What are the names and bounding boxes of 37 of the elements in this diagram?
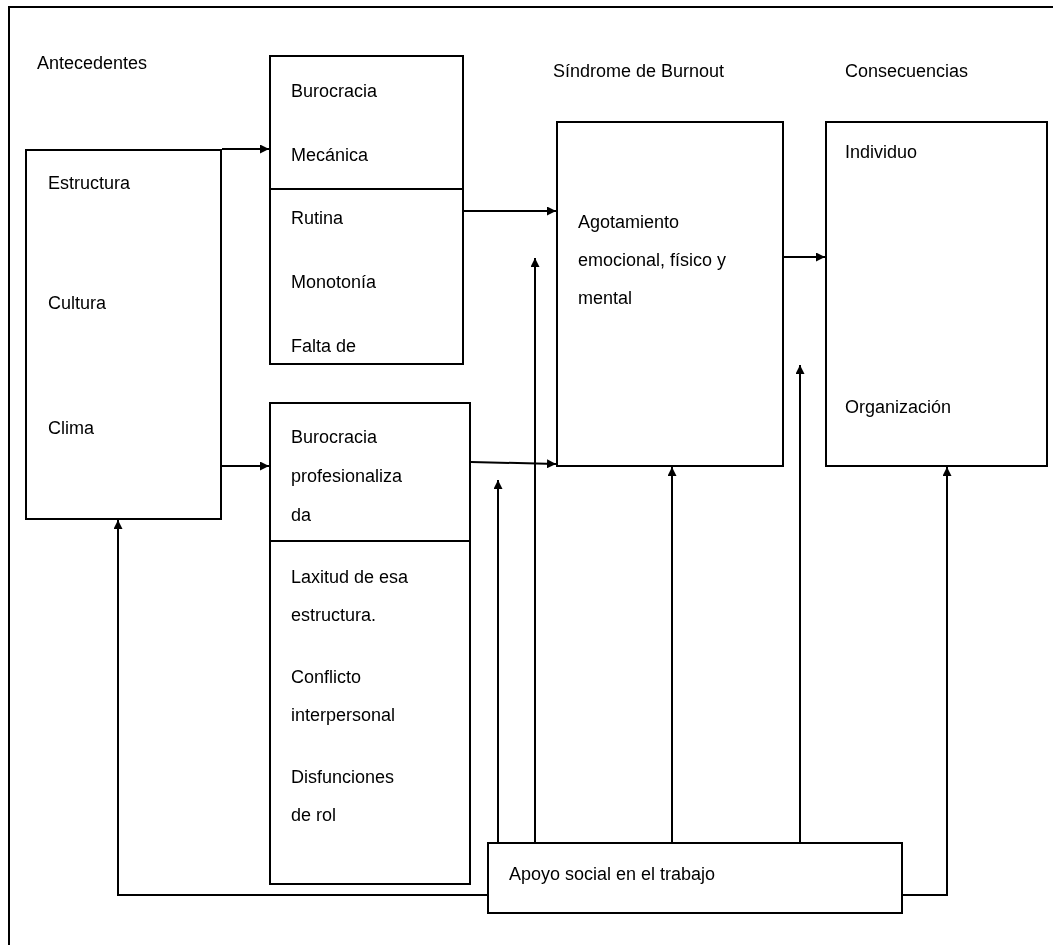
- box-text: Clima: [48, 417, 95, 440]
- box-text: Rutina: [291, 207, 345, 230]
- column-heading: Consecuencias: [845, 60, 969, 82]
- box-text: Apoyo social en el trabajo: [509, 863, 717, 886]
- arrow: [221, 144, 270, 154]
- box-text: Burocracia profesionaliza da: [291, 426, 404, 527]
- box-text: Individuo: [845, 141, 919, 164]
- arrow: [795, 364, 805, 843]
- text-box: [269, 188, 464, 365]
- arrow: [113, 519, 488, 896]
- box-text: Estructura: [48, 172, 132, 195]
- box-text: Disfunciones de rol: [291, 766, 396, 827]
- arrow: [493, 479, 503, 843]
- box-text: Agotamiento emocional, físico y mental: [578, 211, 728, 310]
- arrow: [783, 252, 826, 262]
- text-box: [556, 121, 784, 467]
- column-heading: Antecedentes: [37, 52, 148, 74]
- arrow: [221, 461, 270, 471]
- arrow: [667, 466, 677, 843]
- arrow: [470, 459, 557, 469]
- box-text: Organización: [845, 396, 953, 419]
- box-text: Laxitud de esa estructura.: [291, 566, 410, 627]
- text-box: [25, 149, 222, 520]
- arrow: [463, 206, 557, 216]
- arrow: [530, 257, 540, 843]
- box-text: Cultura: [48, 292, 108, 315]
- column-heading: Síndrome de Burnout: [553, 60, 725, 82]
- text-box: [269, 55, 464, 190]
- box-text: Monotonía: [291, 271, 378, 294]
- box-text: Burocracia Mecánica: [291, 80, 379, 167]
- text-box: [487, 842, 903, 914]
- text-box: [269, 540, 471, 885]
- box-text: Falta de: [291, 335, 358, 358]
- text-box: [825, 121, 1048, 467]
- text-box: [269, 402, 471, 542]
- arrow: [902, 466, 952, 896]
- box-text: Conflicto interpersonal: [291, 666, 397, 727]
